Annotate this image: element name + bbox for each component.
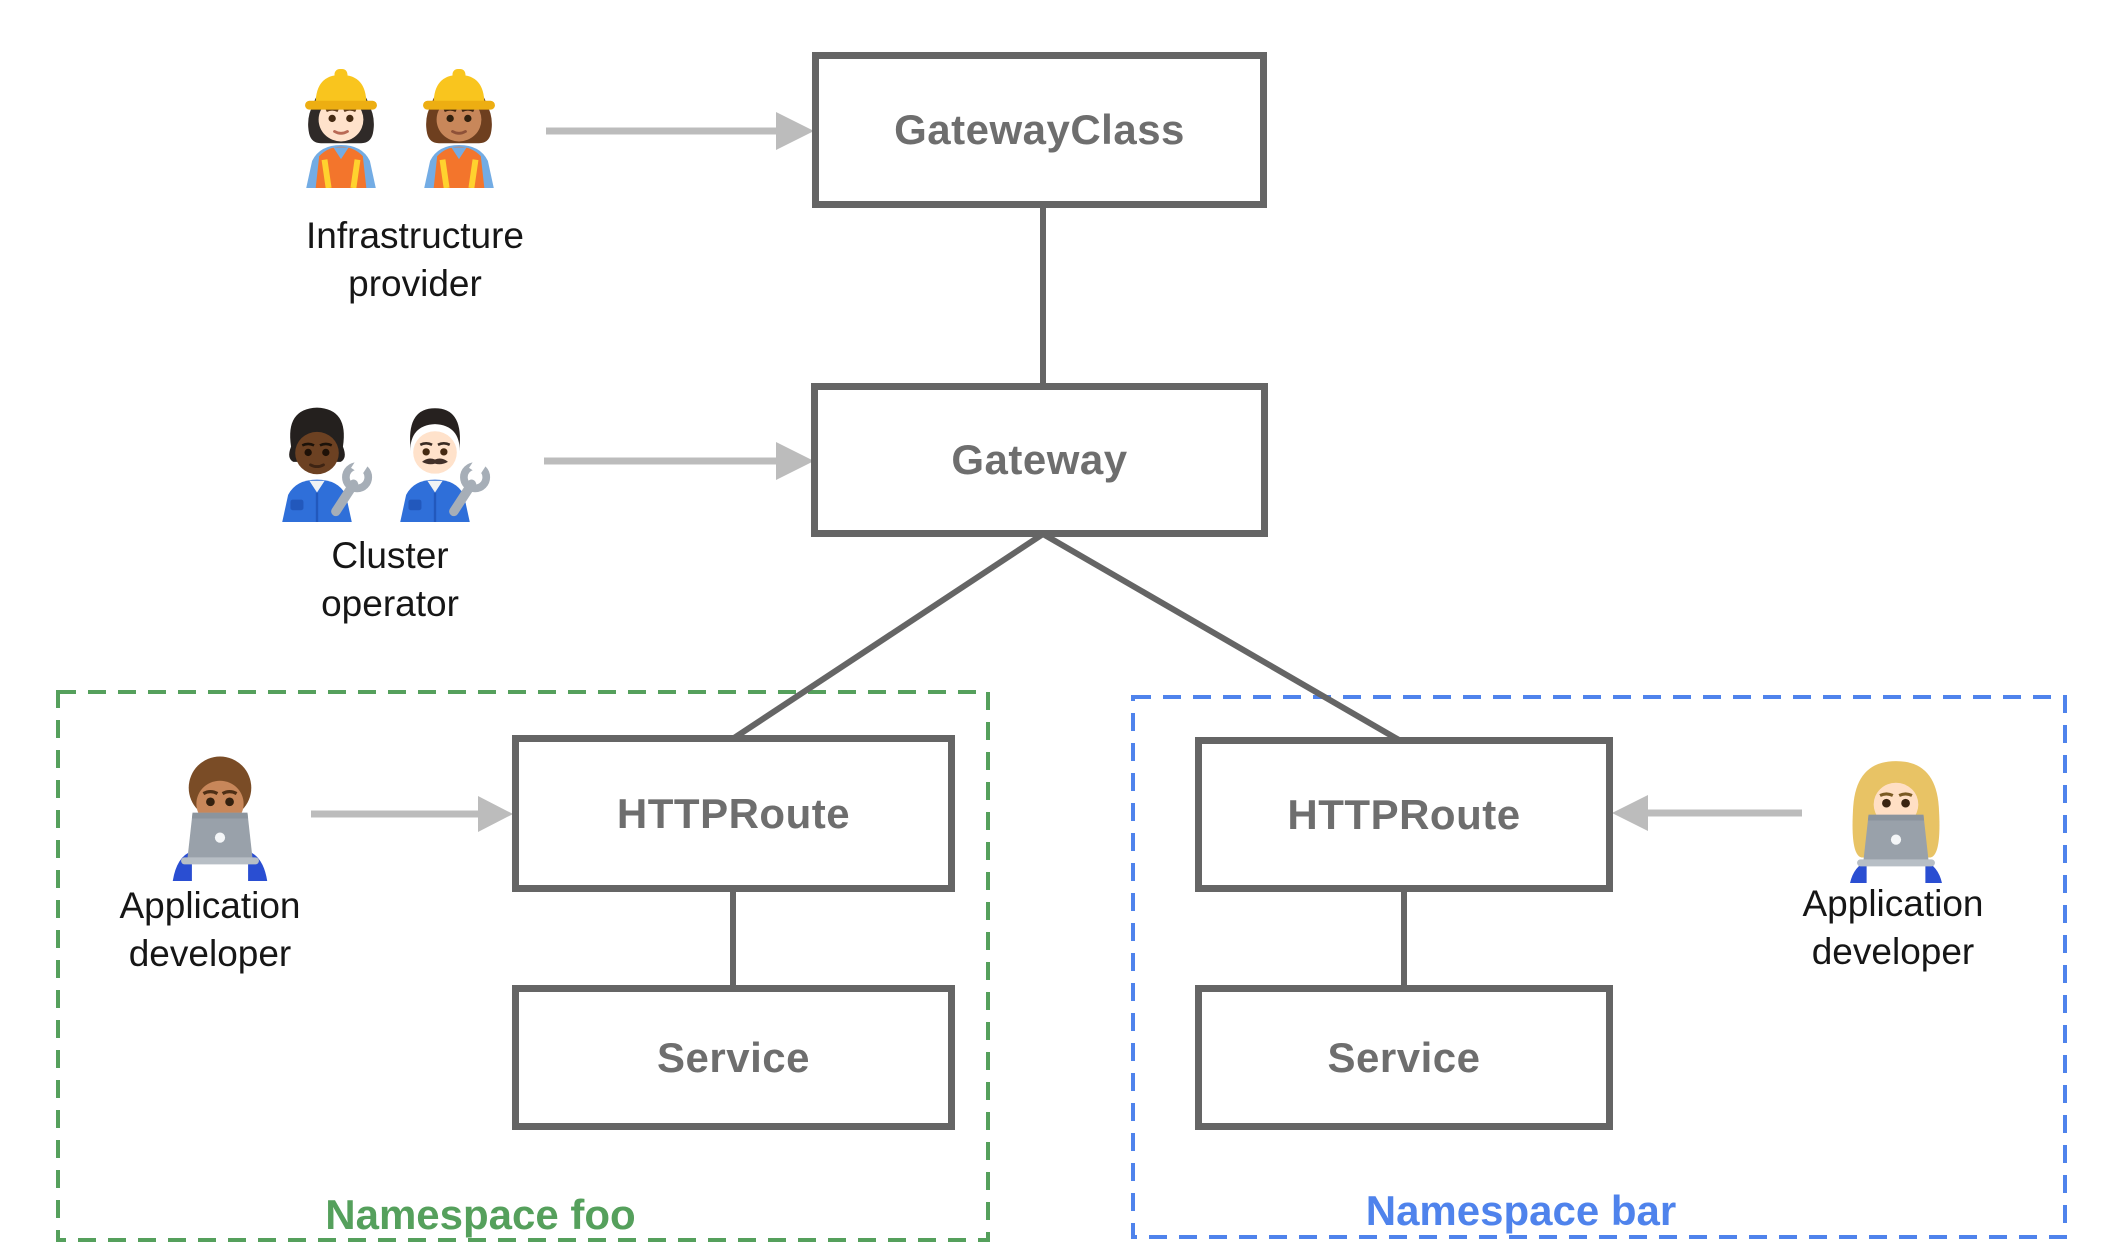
edge-gateway-httproute-bar bbox=[1041, 531, 1401, 743]
application-developer-bar-icon bbox=[1832, 740, 1960, 883]
namespace-foo-label: Namespace foo bbox=[325, 1191, 636, 1238]
node-gateway: Gateway bbox=[811, 383, 1268, 537]
node-service-foo-label: Service bbox=[657, 1033, 810, 1081]
node-service-bar-label: Service bbox=[1327, 1033, 1481, 1081]
arrow-app-developer-bar-head bbox=[1612, 795, 1648, 831]
man-mechanic-light-skin-emoji bbox=[400, 408, 491, 522]
node-service-bar: Service bbox=[1195, 985, 1613, 1130]
node-httproute-foo-label: HTTPRoute bbox=[616, 789, 851, 837]
arrow-cluster-operator-head bbox=[776, 442, 814, 480]
arrow-app-developer-foo-head bbox=[478, 796, 513, 832]
node-gatewayclass: GatewayClass bbox=[812, 52, 1267, 208]
arrow-infrastructure-provider-head bbox=[776, 112, 814, 150]
node-httproute-bar-label: HTTPRoute bbox=[1287, 790, 1521, 838]
edge-gateway-httproute-foo bbox=[732, 531, 1045, 741]
infrastructure-provider-label: Infrastructure provider bbox=[306, 215, 524, 304]
namespace-bar-boundary bbox=[1131, 695, 2067, 1239]
actor-arrow-heads bbox=[478, 112, 1648, 832]
man-technologist-medium-skin-emoji bbox=[172, 756, 268, 881]
cluster-operator-icons bbox=[258, 390, 494, 522]
infrastructure-provider-icons bbox=[282, 56, 518, 188]
application-developer-foo-icon bbox=[156, 738, 284, 881]
woman-technologist-light-skin-emoji bbox=[1850, 761, 1942, 883]
node-httproute-bar: HTTPRoute bbox=[1195, 737, 1613, 892]
node-service-foo: Service bbox=[512, 985, 955, 1130]
namespace-foo-boundary bbox=[56, 690, 990, 1242]
node-gatewayclass-label: GatewayClass bbox=[894, 106, 1185, 153]
application-developer-bar-label: Application developer bbox=[1802, 883, 1984, 972]
application-developer-foo-label: Application developer bbox=[119, 885, 301, 974]
resource-edges bbox=[730, 206, 1407, 987]
woman-construction-worker-medium-skin-emoji bbox=[423, 68, 495, 188]
actor-arrow-shafts bbox=[311, 127, 1802, 818]
cluster-operator-label: Cluster operator bbox=[321, 535, 459, 624]
node-httproute-foo: HTTPRoute bbox=[512, 735, 955, 892]
node-gateway-label: Gateway bbox=[951, 436, 1128, 483]
mechanic-dark-skin-emoji bbox=[282, 407, 373, 522]
woman-construction-worker-light-skin-emoji bbox=[305, 68, 377, 188]
namespace-bar-label: Namespace bar bbox=[1365, 1187, 1677, 1234]
